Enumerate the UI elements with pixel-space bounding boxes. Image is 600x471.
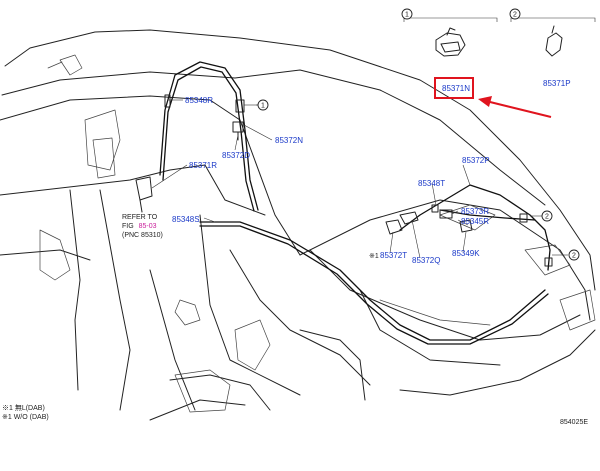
part-label-85372Q[interactable]: 85372Q (412, 256, 440, 265)
part-label-85349K[interactable]: 85349K (452, 249, 480, 258)
callout-circle-c: 2 (568, 249, 580, 261)
part-label-85372N[interactable]: 85372N (275, 136, 303, 145)
leader-lines (151, 99, 568, 259)
highlight-arrow (478, 96, 552, 118)
washer-hose-routing (159, 61, 551, 345)
part-label-85372P[interactable]: 85372P (462, 156, 490, 165)
index-callout-2: 2 (513, 12, 517, 19)
part-label-85372T[interactable]: 85372T (380, 251, 407, 260)
index-bracket-1: 1 (401, 8, 498, 22)
index-bracket-2: 2 (509, 8, 596, 22)
index-callout-1: 1 (405, 12, 409, 19)
callout-a-text: 1 (261, 103, 265, 110)
reference-line-1: REFER TO (122, 214, 158, 221)
callout-circle-b: 2 (541, 210, 553, 222)
callout-circle-a: 1 (257, 99, 269, 111)
footnote-line-1: ※1 無L(DAB) (2, 403, 45, 412)
part-label-85348R[interactable]: 85348R (185, 96, 213, 105)
part-label-85371P[interactable]: 85371P (543, 79, 571, 88)
footnote-line-2: ※1 W/O (DAB) (2, 414, 49, 421)
reference-line-3: (PNC 85310) (122, 232, 163, 239)
reference-note: REFER TO FIG 85-03 (PNC 85310) (122, 214, 163, 239)
part-label-85371R[interactable]: 85371R (189, 161, 217, 170)
part-label-85372D[interactable]: 85372D (222, 151, 250, 160)
reference-fig-prefix: FIG (122, 223, 134, 230)
reference-fig-link[interactable]: 85-03 (139, 223, 157, 230)
star-note-mark: ※1 (369, 253, 379, 260)
vehicle-body-outline (0, 29, 596, 421)
part-label-85348T[interactable]: 85348T (418, 179, 445, 188)
component-sketches (135, 25, 563, 267)
part-label-85348S[interactable]: 85348S (172, 215, 200, 224)
part-highlight-box (434, 77, 474, 99)
callout-b-text: 2 (545, 214, 549, 221)
figure-id: 854025E (560, 419, 588, 426)
svg-text:FIG 85-03: FIG 85-03 (122, 223, 157, 230)
callout-c-text: 2 (572, 253, 576, 260)
part-label-85345R[interactable]: 85345R (461, 217, 489, 226)
part-label-85371N[interactable]: 85371N (442, 84, 470, 93)
part-label-85373R[interactable]: 85373R (461, 207, 489, 216)
